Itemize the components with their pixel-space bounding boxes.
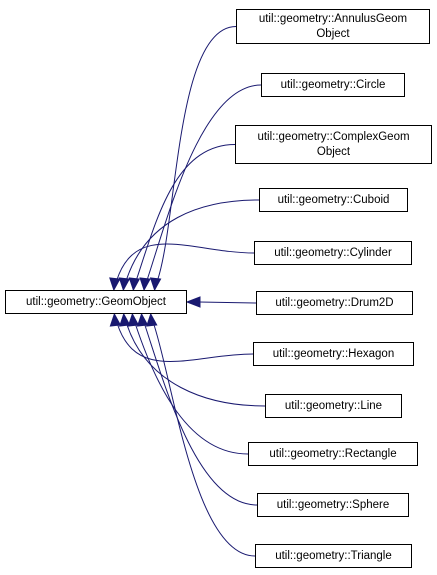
node-label: util::geometry::Cuboid	[277, 193, 390, 206]
arrowhead-sphere	[136, 312, 149, 327]
arrowhead-circle	[139, 277, 151, 292]
inheritance-edge-complex	[135, 144, 236, 281]
arrowhead-rectangle	[127, 312, 140, 327]
arrowhead-complex	[128, 277, 141, 292]
node-hexagon[interactable]: util::geometry::Hexagon	[253, 342, 414, 366]
arrowhead-annulus	[149, 277, 162, 292]
arrowhead-cylinder	[109, 277, 121, 292]
node-label: util::geometry::Rectangle	[269, 447, 397, 460]
inheritance-edge-annulus	[157, 26, 237, 281]
inheritance-edge-triangle	[153, 323, 256, 557]
arrowhead-triangle	[146, 312, 158, 327]
node-label: util::geometry::Cylinder	[274, 246, 392, 259]
node-label: util::geometry::Circle	[280, 78, 386, 91]
node-line[interactable]: util::geometry::Line	[265, 394, 402, 418]
inheritance-edge-line	[126, 323, 266, 407]
arrowhead-drum2d	[185, 296, 201, 308]
node-label: util::geometry::Hexagon	[272, 347, 395, 360]
node-sphere[interactable]: util::geometry::Sphere	[257, 493, 409, 517]
inheritance-edge-rectangle	[134, 323, 249, 455]
inheritance-edge-cuboid	[125, 199, 260, 281]
inheritance-edge-hexagon	[116, 323, 254, 362]
node-annulus[interactable]: util::geometry::AnnulusGeom Object	[236, 9, 430, 44]
node-label: util::geometry::ComplexGeom Object	[257, 130, 410, 158]
node-label: util::geometry::Line	[284, 399, 383, 412]
node-label: util::geometry::GeomObject	[26, 295, 166, 308]
node-label: util::geometry::Drum2D	[275, 296, 394, 309]
node-label: util::geometry::Triangle	[275, 549, 392, 562]
node-triangle[interactable]: util::geometry::Triangle	[255, 544, 412, 568]
node-geomobject[interactable]: util::geometry::GeomObject	[5, 290, 187, 314]
node-rectangle[interactable]: util::geometry::Rectangle	[248, 442, 418, 466]
inheritance-edge-sphere	[144, 323, 258, 506]
node-complex[interactable]: util::geometry::ComplexGeom Object	[235, 125, 432, 164]
arrowhead-line	[119, 312, 131, 327]
inheritance-edge-circle	[146, 84, 262, 281]
arrowhead-hexagon	[109, 312, 122, 327]
node-label: util::geometry::Sphere	[276, 498, 390, 511]
arrowhead-cuboid	[118, 277, 131, 292]
inheritance-edge-drum2d	[198, 301, 257, 304]
node-circle[interactable]: util::geometry::Circle	[261, 73, 405, 97]
inheritance-edge-cylinder	[116, 243, 255, 281]
node-cylinder[interactable]: util::geometry::Cylinder	[254, 241, 412, 265]
node-cuboid[interactable]: util::geometry::Cuboid	[259, 188, 408, 212]
node-drum2d[interactable]: util::geometry::Drum2D	[256, 291, 413, 315]
node-label: util::geometry::AnnulusGeom Object	[258, 12, 408, 40]
